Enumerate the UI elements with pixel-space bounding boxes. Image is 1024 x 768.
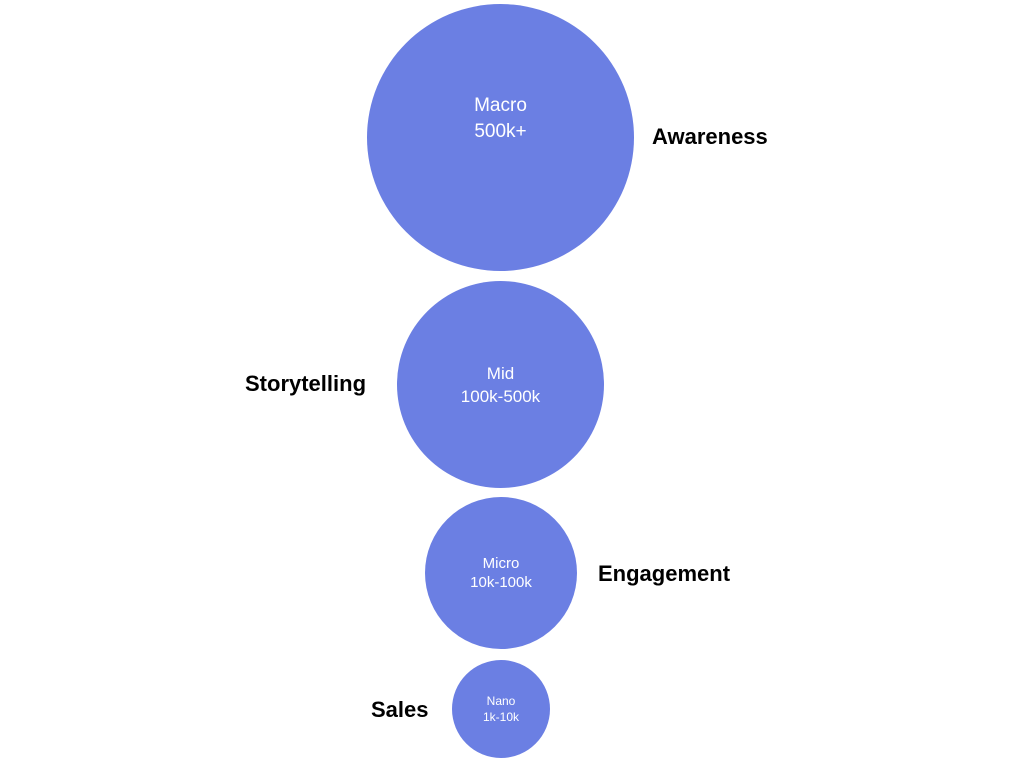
goal-label-storytelling: Storytelling (245, 371, 367, 396)
tier-name: Micro (482, 555, 520, 572)
tier-range: 500k+ (474, 120, 527, 142)
macro-tier-circle: Macro 500k+ (367, 4, 634, 271)
nano-tier-circle: Nano 1k-10k (452, 660, 550, 758)
tier-name: Nano (486, 694, 516, 708)
mid-tier-circle: Mid 100k-500k (397, 281, 604, 488)
tier-name: Macro (474, 94, 527, 116)
tier-range: 10k-100k (470, 574, 532, 591)
tier-range: 100k-500k (460, 386, 541, 406)
goal-label-sales: Sales (371, 697, 429, 722)
tier-range: 1k-10k (482, 710, 520, 724)
goal-label-engagement: Engagement (598, 561, 731, 586)
tier-name: Mid (486, 363, 515, 383)
micro-tier-circle: Micro 10k-100k (425, 497, 577, 649)
goal-label-awareness: Awareness (652, 124, 768, 149)
